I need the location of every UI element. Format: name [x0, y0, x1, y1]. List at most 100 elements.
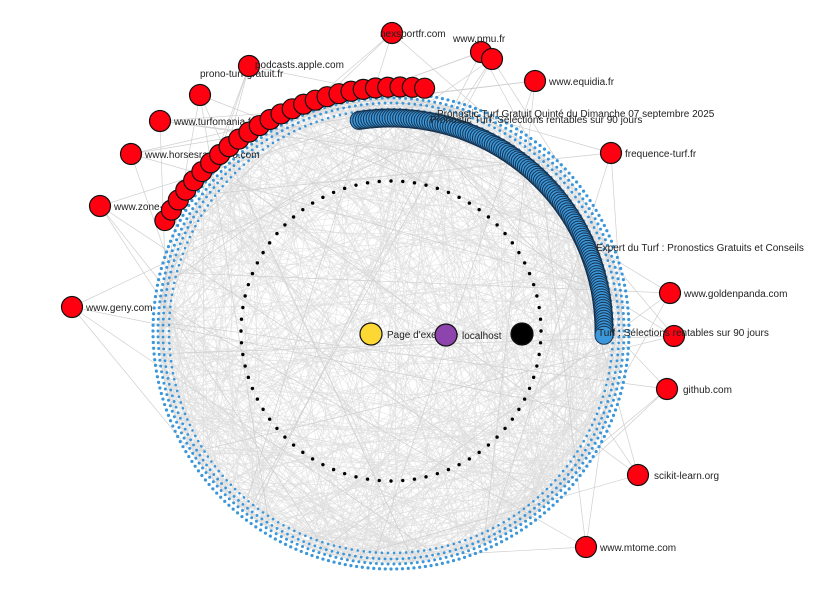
internal-page-node[interactable] — [500, 118, 504, 122]
internal-page-node[interactable] — [611, 276, 615, 280]
inner-page-node[interactable] — [477, 450, 481, 455]
internal-page-node[interactable] — [258, 528, 263, 532]
internal-page-node[interactable] — [554, 478, 557, 482]
external-node-circle[interactable] — [662, 324, 686, 348]
internal-page-node[interactable] — [601, 395, 605, 399]
internal-page-node[interactable] — [609, 239, 614, 243]
inner-page-node[interactable] — [503, 426, 507, 431]
internal-page-node[interactable] — [181, 406, 185, 410]
internal-page-node[interactable] — [625, 300, 629, 304]
internal-page-node[interactable] — [196, 469, 201, 473]
inner-page-node[interactable] — [486, 443, 491, 447]
internal-page-node[interactable] — [240, 509, 244, 513]
external-node-circle[interactable] — [574, 535, 598, 559]
internal-page-node[interactable] — [429, 564, 433, 568]
internal-page-node[interactable] — [475, 534, 478, 538]
internal-page-node[interactable] — [419, 103, 423, 107]
internal-page-node[interactable] — [269, 129, 273, 133]
internal-page-node[interactable] — [157, 352, 161, 356]
internal-page-node[interactable] — [438, 557, 442, 561]
internal-page-node[interactable] — [203, 209, 206, 212]
external-domain-node[interactable]: podcasts.apple.com — [237, 54, 344, 78]
inner-page-node[interactable] — [503, 231, 507, 236]
internal-page-node[interactable] — [217, 469, 221, 473]
internal-page-node[interactable] — [334, 555, 338, 559]
internal-page-node[interactable] — [547, 507, 551, 511]
internal-page-node[interactable] — [187, 203, 191, 208]
internal-page-node[interactable] — [151, 317, 155, 322]
internal-page-node[interactable] — [183, 246, 187, 250]
internal-page-node[interactable] — [315, 555, 320, 559]
internal-page-node[interactable] — [533, 518, 538, 522]
internal-page-node[interactable] — [319, 112, 322, 116]
internal-page-node[interactable] — [542, 160, 545, 163]
internal-page-node[interactable] — [383, 567, 387, 571]
internal-page-node[interactable] — [165, 288, 169, 291]
internal-page-node[interactable] — [610, 347, 614, 351]
external-domain-node[interactable]: www.equidia.fr — [523, 69, 615, 93]
inner-page-node[interactable] — [283, 435, 287, 439]
internal-page-node[interactable] — [336, 107, 340, 111]
internal-page-node[interactable] — [211, 480, 215, 484]
internal-page-node[interactable] — [365, 556, 369, 560]
internal-page-node[interactable] — [348, 105, 351, 109]
internal-page-node[interactable] — [188, 446, 192, 450]
internal-page-node[interactable] — [307, 542, 311, 546]
internal-page-node[interactable] — [468, 553, 472, 558]
inner-page-node[interactable] — [389, 479, 393, 483]
internal-page-node[interactable] — [562, 181, 566, 185]
internal-page-node[interactable] — [315, 538, 318, 542]
internal-page-node[interactable] — [254, 519, 258, 523]
internal-page-node[interactable] — [581, 197, 585, 201]
internal-page-node[interactable] — [176, 434, 180, 439]
internal-page-node[interactable] — [604, 253, 608, 257]
internal-page-node[interactable] — [498, 129, 502, 133]
internal-page-node[interactable] — [624, 295, 629, 299]
inner-page-node[interactable] — [301, 207, 305, 212]
internal-page-node[interactable] — [278, 540, 282, 544]
internal-page-node[interactable] — [220, 177, 223, 180]
internal-page-node[interactable] — [235, 511, 240, 515]
internal-page-node[interactable] — [228, 490, 232, 494]
internal-page-node[interactable] — [161, 329, 165, 333]
inner-page-node[interactable] — [531, 282, 536, 287]
internal-page-node[interactable] — [533, 146, 537, 150]
internal-page-node[interactable] — [179, 401, 183, 404]
external-domain-node[interactable]: github.com — [655, 377, 732, 401]
inner-page-node[interactable] — [467, 457, 472, 461]
internal-page-node[interactable] — [567, 487, 571, 491]
internal-page-node[interactable] — [514, 132, 518, 136]
internal-page-node[interactable] — [183, 412, 187, 416]
internal-page-node[interactable] — [255, 514, 259, 517]
internal-page-node[interactable] — [338, 561, 342, 565]
internal-page-node[interactable] — [427, 559, 431, 563]
center-node-example[interactable]: Page d'exemple — [359, 322, 459, 346]
internal-page-node[interactable] — [563, 167, 567, 171]
external-node-circle[interactable] — [237, 54, 261, 78]
inner-page-node[interactable] — [495, 435, 499, 439]
internal-page-node[interactable] — [529, 136, 533, 141]
internal-page-node[interactable] — [622, 375, 627, 379]
internal-page-node[interactable] — [186, 418, 189, 421]
internal-page-node[interactable] — [338, 113, 342, 117]
inner-page-node[interactable] — [467, 201, 472, 205]
internal-page-node[interactable] — [377, 101, 381, 105]
inner-page-node[interactable] — [401, 478, 405, 483]
internal-page-node[interactable] — [330, 109, 334, 113]
internal-page-node[interactable] — [483, 116, 487, 120]
internal-page-node[interactable] — [309, 122, 313, 126]
internal-page-node[interactable] — [280, 529, 284, 533]
internal-page-node[interactable] — [299, 549, 303, 554]
internal-page-node[interactable] — [559, 482, 562, 485]
internal-page-node[interactable] — [274, 532, 278, 536]
internal-page-node[interactable] — [563, 174, 567, 178]
internal-page-node[interactable] — [418, 565, 422, 569]
inner-page-node[interactable] — [435, 471, 440, 476]
internal-page-node[interactable] — [599, 227, 603, 231]
internal-page-node[interactable] — [332, 544, 336, 547]
internal-page-node[interactable] — [622, 335, 626, 339]
internal-page-node[interactable] — [550, 490, 554, 494]
internal-page-node[interactable] — [221, 184, 224, 188]
internal-page-node[interactable] — [324, 548, 328, 552]
internal-page-node[interactable] — [280, 129, 284, 133]
